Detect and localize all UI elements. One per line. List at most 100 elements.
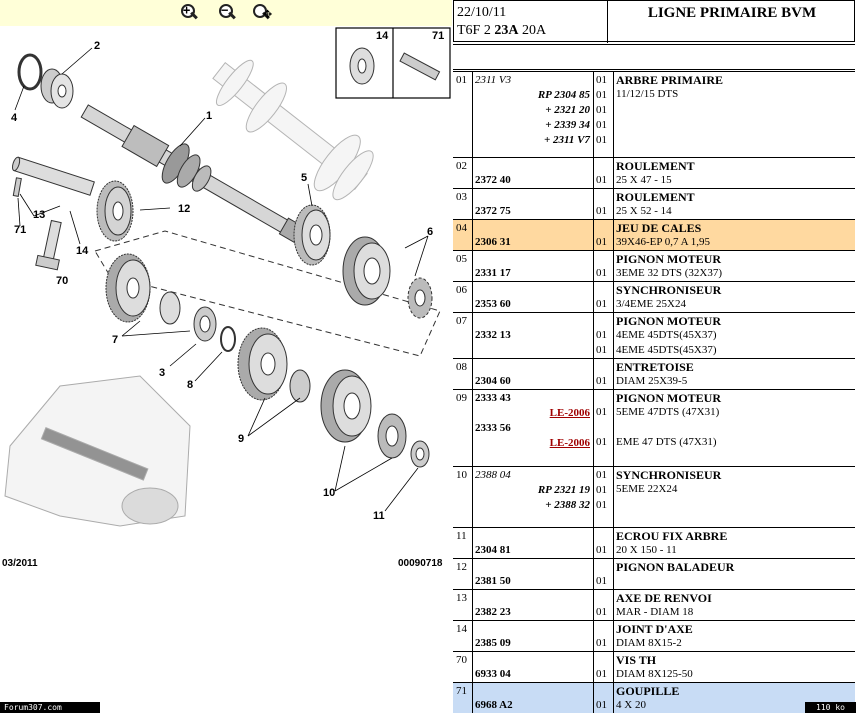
part-name: PIGNON MOTEUR [616, 252, 721, 266]
zoom-out-handle [228, 11, 236, 20]
zoom-in-button[interactable]: + [178, 2, 200, 24]
label-71[interactable]: 71 [14, 224, 27, 236]
part-refs: 2304 81 [473, 528, 594, 558]
part-refs: 6933 04 [473, 652, 594, 682]
row-number: 12 [453, 559, 473, 589]
part-name: ARBRE PRIMAIRE [616, 73, 724, 87]
label-9[interactable]: 9 [238, 433, 245, 445]
part-refs: 2381 50 [473, 559, 594, 589]
part-refs: 2382 23 [473, 590, 594, 620]
row-number: 03 [453, 189, 473, 219]
qty-value: 01 [596, 205, 607, 217]
part-spec: 5EME 47DTS (47X31) [616, 406, 720, 418]
zoom-move-button[interactable]: ✥ [250, 2, 280, 24]
qty-value: 01 [596, 469, 607, 481]
label-70[interactable]: 70 [56, 275, 69, 287]
part-reference: 2385 09 [475, 637, 511, 649]
part-quantity: 01 [594, 251, 614, 281]
label-11[interactable]: 11 [373, 510, 385, 522]
part-name: ECROU FIX ARBRE [616, 529, 728, 543]
label-10[interactable]: 10 [323, 487, 336, 499]
header-date: 22/10/11 [457, 5, 507, 20]
qty-value: 01 [596, 637, 607, 649]
label-2[interactable]: 2 [94, 40, 101, 52]
part-quantity: 01 [594, 528, 614, 558]
part-refs: 2304 60 [473, 359, 594, 389]
page-title: LIGNE PRIMAIRE BVM [647, 5, 817, 21]
part-quantity: 01 [594, 590, 614, 620]
part-spec: MAR - DIAM 18 [616, 606, 694, 618]
qty-value: 01 [596, 484, 607, 496]
qty-value: 01 [596, 89, 607, 101]
row-number: 71 [453, 683, 473, 713]
part-description: PIGNON BALADEUR [614, 559, 855, 589]
part-name: PIGNON MOTEUR [616, 314, 721, 328]
qty-value: 01 [596, 134, 607, 146]
part-spec: 25 X 52 - 14 [616, 205, 672, 217]
part-name: JOINT D'AXE [616, 622, 693, 636]
part-refs: 2332 13 [473, 313, 594, 358]
part-refs: 2306 31 [473, 220, 594, 250]
zoom-out-button[interactable]: − [216, 2, 238, 24]
label-14[interactable]: 14 [76, 245, 89, 257]
part-reference: 2304 81 [475, 544, 511, 556]
part-reference: 2332 13 [475, 329, 511, 341]
part-link[interactable]: LE-2006 [549, 407, 590, 419]
part-refs: 2353 60 [473, 282, 594, 312]
label-5[interactable]: 5 [301, 172, 308, 184]
part-quantity: 01 [594, 158, 614, 188]
qty-value: 01 [596, 699, 607, 711]
qty-value: 01 [596, 174, 607, 186]
exploded-diagram: 2 4 1 13 71 14 70 12 5 6 7 3 8 9 10 11 1… [0, 26, 452, 586]
diagram-ref: 00090718 [398, 558, 443, 569]
part-reference: RP 2304 85 [537, 89, 590, 101]
label-6[interactable]: 6 [427, 226, 434, 238]
zoom-in-handle [190, 11, 198, 20]
part-reference: 2333 43 [475, 392, 511, 404]
label-4[interactable]: 4 [11, 112, 18, 124]
qty-value: 01 [596, 119, 607, 131]
header-model: T6F 2 23A 20A [457, 23, 546, 39]
part-refs: 2372 75 [473, 189, 594, 219]
row-number: 10 [453, 467, 473, 527]
label-1[interactable]: 1 [206, 110, 213, 122]
part-quantity: 01 [594, 559, 614, 589]
qty-value: 01 [596, 499, 607, 511]
part-reference: RP 2321 19 [537, 484, 590, 496]
part-spec: DIAM 8X15-2 [616, 637, 682, 649]
part-reference: 2381 50 [475, 575, 511, 587]
label-3[interactable]: 3 [159, 367, 166, 379]
model-bold: 23A [494, 23, 519, 38]
part-spec: 5EME 22X24 [616, 483, 678, 495]
inset-label-14: 14 [376, 30, 389, 42]
label-13[interactable]: 13 [33, 209, 46, 221]
label-7[interactable]: 7 [112, 334, 119, 346]
part-quantity: 01 [594, 189, 614, 219]
label-12[interactable]: 12 [178, 203, 191, 215]
part-link[interactable]: LE-2006 [549, 437, 590, 449]
label-8[interactable]: 8 [187, 379, 194, 391]
qty-value: 01 [596, 375, 607, 387]
